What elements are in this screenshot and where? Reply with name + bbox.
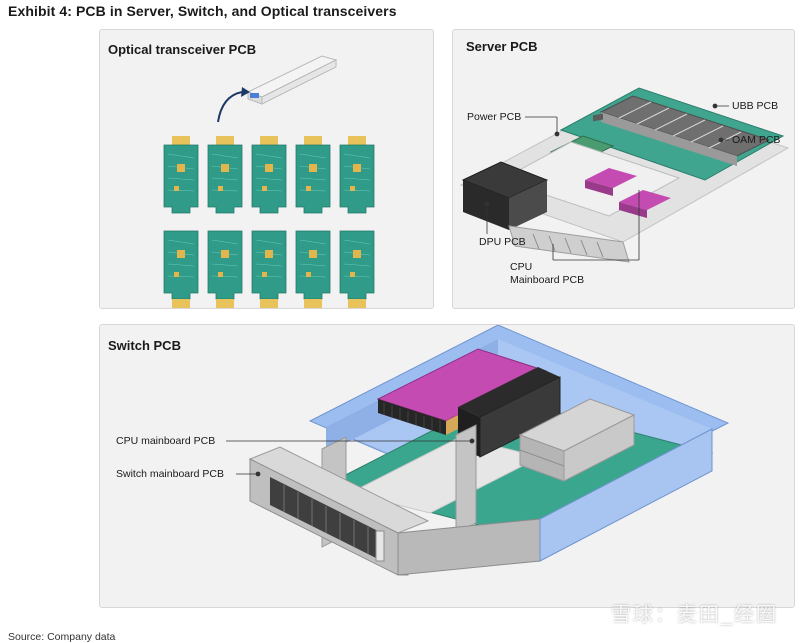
- server-panel: Server PCB: [452, 29, 795, 309]
- arrow-icon: [217, 91, 243, 123]
- optical-module: [246, 55, 338, 105]
- pcb-board: [207, 230, 243, 308]
- optical-illustration: [163, 55, 375, 308]
- server-panel-title: Server PCB: [466, 39, 538, 54]
- optical-panel-title: Optical transceiver PCB: [108, 42, 257, 57]
- optical-transceiver-panel: Optical transceiver PCB: [99, 29, 434, 309]
- ubb-pcb-label: UBB PCB: [732, 100, 779, 112]
- cpu-heatsinks: [585, 168, 671, 218]
- pcb-board: [295, 230, 331, 308]
- switch-leader-lines: [226, 438, 475, 477]
- switch-panel: Switch PCB: [99, 324, 795, 608]
- cpu-mainboard-label-line2: Mainboard PCB: [510, 274, 585, 286]
- cpu-mainboard-label-line1: CPU: [510, 261, 533, 273]
- switch-front-panel: [248, 428, 713, 576]
- pcb-board: [339, 136, 375, 214]
- pcb-board-grid: [163, 136, 375, 308]
- arrowhead-icon: [241, 87, 250, 97]
- watermark: 雪球：麦田_经圈: [610, 604, 778, 626]
- pcb-board: [251, 230, 287, 308]
- switch-panel-title: Switch PCB: [108, 338, 181, 353]
- pcb-board: [163, 230, 199, 308]
- dpu-pcb-label: DPU PCB: [479, 236, 526, 248]
- oam-modules: [599, 95, 771, 166]
- switch-mainboard-pcb-label: Switch mainboard PCB: [116, 468, 224, 480]
- source-note: Source: Company data: [8, 631, 116, 643]
- exhibit-title: Exhibit 4: PCB in Server, Switch, and Op…: [8, 3, 397, 19]
- switch-illustration: [226, 325, 730, 576]
- pcb-board: [163, 136, 199, 214]
- cpu-mainboard-pcb-label: CPU mainboard PCB: [116, 435, 216, 447]
- server-illustration: [459, 87, 790, 263]
- pcb-board: [207, 136, 243, 214]
- pcb-board: [339, 230, 375, 308]
- psu-modules: [518, 398, 636, 482]
- oam-pcb-label: OAM PCB: [732, 134, 781, 146]
- power-pcb-label: Power PCB: [467, 111, 522, 123]
- pcb-board: [295, 136, 331, 214]
- pcb-board: [251, 136, 287, 214]
- server-leader-lines: [484, 103, 729, 261]
